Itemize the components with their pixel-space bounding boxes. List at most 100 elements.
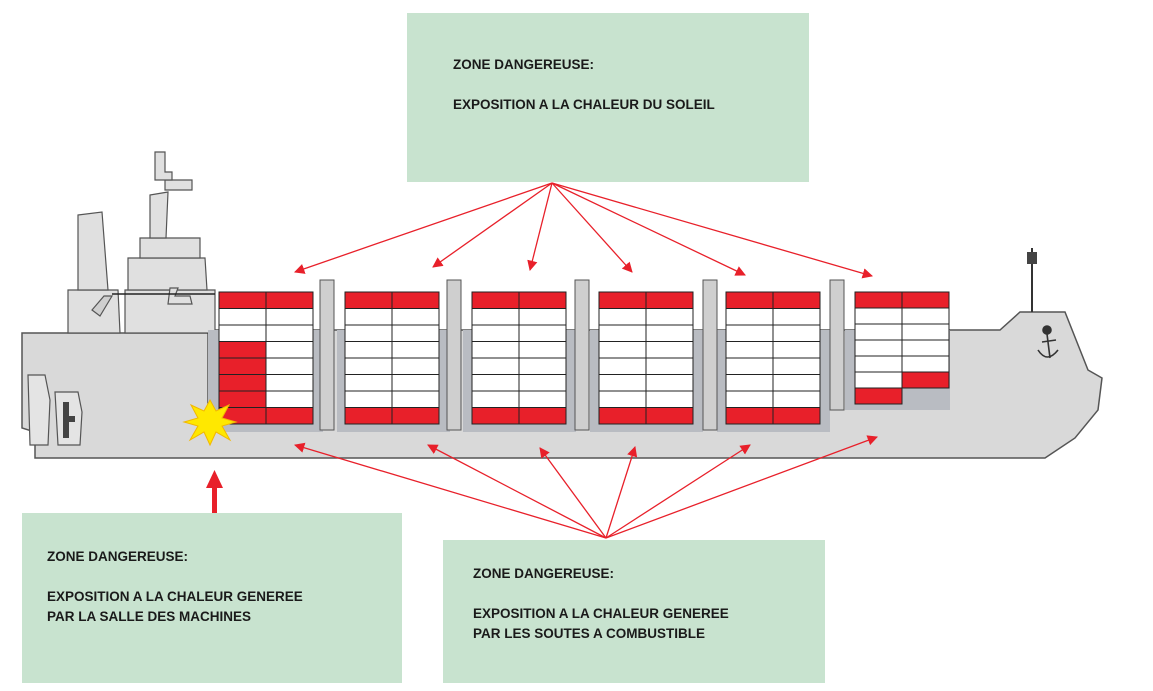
container	[854, 323, 903, 341]
container	[772, 308, 821, 326]
container	[471, 341, 520, 359]
sun-zone-description: EXPOSITION A LA CHALEUR DU SOLEIL	[453, 95, 715, 115]
container	[645, 357, 694, 375]
container	[265, 374, 314, 392]
container	[772, 390, 821, 408]
container	[598, 390, 647, 408]
engine-room-danger-zone-box: ZONE DANGEREUSE: EXPOSITION A LA CHALEUR…	[22, 513, 402, 683]
container	[518, 308, 567, 326]
container	[518, 357, 567, 375]
container	[265, 390, 314, 408]
container	[265, 308, 314, 326]
heat-exposed-container	[725, 407, 774, 425]
heat-exposed-container	[901, 371, 950, 389]
container	[471, 374, 520, 392]
container	[645, 341, 694, 359]
engine-zone-heading: ZONE DANGEREUSE:	[47, 549, 189, 564]
heat-exposed-container	[218, 341, 267, 359]
container	[772, 357, 821, 375]
container	[344, 357, 393, 375]
heat-exposed-container	[471, 407, 520, 425]
engine-room-heat-arrow	[206, 470, 223, 513]
sun-zone-line: EXPOSITION A LA CHALEUR DU SOLEIL	[453, 97, 715, 112]
container	[598, 324, 647, 342]
heat-exposed-container	[344, 407, 393, 425]
container	[265, 341, 314, 359]
hatch-posts	[319, 279, 845, 431]
container	[598, 357, 647, 375]
bow-mast	[1027, 248, 1037, 312]
rudder-icon	[27, 374, 83, 446]
heat-exposed-container	[645, 407, 694, 425]
container	[391, 390, 440, 408]
container	[725, 341, 774, 359]
container	[391, 324, 440, 342]
container	[518, 374, 567, 392]
sun-heat-arrows	[294, 182, 873, 279]
container	[344, 324, 393, 342]
heat-exposed-container	[854, 291, 903, 309]
container	[901, 339, 950, 357]
heat-exposed-container	[391, 291, 440, 309]
container	[772, 341, 821, 359]
heat-exposed-container	[391, 407, 440, 425]
heat-exposed-container	[471, 291, 520, 309]
container	[901, 355, 950, 373]
container	[725, 324, 774, 342]
container	[344, 308, 393, 326]
heat-exposed-container	[598, 407, 647, 425]
heat-exposed-container	[218, 357, 267, 375]
heat-exposed-container	[772, 291, 821, 309]
heat-exposed-container	[218, 390, 267, 408]
container	[725, 390, 774, 408]
container	[518, 390, 567, 408]
engine-zone-line-2: PAR LA SALLE DES MACHINES	[47, 609, 252, 624]
container	[645, 308, 694, 326]
heat-exposed-container	[854, 387, 903, 405]
heat-exposed-container	[645, 291, 694, 309]
heat-exposed-container	[772, 407, 821, 425]
container	[471, 308, 520, 326]
heat-exposed-container	[518, 407, 567, 425]
container	[598, 374, 647, 392]
fuel-zone-description: EXPOSITION A LA CHALEUR GENEREE PAR LES …	[473, 604, 729, 644]
container	[518, 324, 567, 342]
fuel-zone-heading: ZONE DANGEREUSE:	[473, 566, 615, 581]
container	[645, 374, 694, 392]
ship-superstructure	[67, 151, 216, 334]
container	[518, 341, 567, 359]
heat-exposed-container	[598, 291, 647, 309]
container	[645, 324, 694, 342]
anchor-icon	[1037, 325, 1059, 359]
container	[772, 324, 821, 342]
fuel-zone-line-2: PAR LES SOUTES A COMBUSTIBLE	[473, 626, 706, 641]
heat-burst-icon	[182, 398, 238, 447]
heat-exposed-container	[518, 291, 567, 309]
container	[901, 307, 950, 325]
container	[265, 324, 314, 342]
container	[218, 308, 267, 326]
fuel-zone-line-1: EXPOSITION A LA CHALEUR GENEREE	[473, 606, 729, 621]
heat-exposed-container	[265, 291, 314, 309]
container-stacks	[218, 291, 950, 425]
heat-exposed-container	[901, 291, 950, 309]
sun-zone-heading: ZONE DANGEREUSE:	[453, 57, 595, 72]
container	[725, 357, 774, 375]
container	[471, 324, 520, 342]
heat-exposed-container	[218, 374, 267, 392]
container	[854, 371, 903, 389]
container	[901, 323, 950, 341]
fuel-bunker-danger-zone-box: ZONE DANGEREUSE: EXPOSITION A LA CHALEUR…	[443, 540, 825, 683]
container	[391, 308, 440, 326]
container	[391, 357, 440, 375]
heat-exposed-container	[344, 291, 393, 309]
container	[265, 357, 314, 375]
container	[854, 355, 903, 373]
sun-danger-zone-box: ZONE DANGEREUSE: EXPOSITION A LA CHALEUR…	[407, 13, 809, 182]
fuel-heat-arrows	[294, 435, 878, 539]
container	[391, 341, 440, 359]
container	[598, 341, 647, 359]
container	[854, 339, 903, 357]
container	[854, 307, 903, 325]
